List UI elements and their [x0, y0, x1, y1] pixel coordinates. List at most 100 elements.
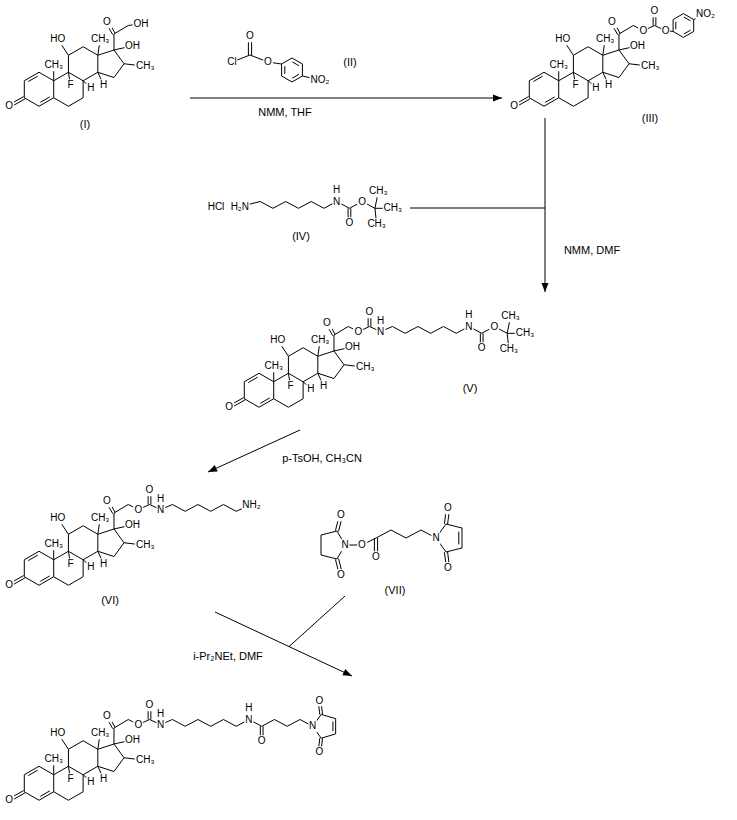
bond-line — [54, 577, 69, 586]
bond-line — [39, 792, 54, 801]
atom-label: CH₃ — [310, 334, 331, 346]
atom-label: O — [102, 710, 112, 722]
atom-label: O — [4, 580, 14, 592]
bond-line — [282, 58, 292, 64]
reagent-text: NMM, THF — [257, 106, 313, 119]
bond-line — [40, 576, 49, 581]
bond-line — [24, 792, 39, 801]
atom-label: HCl — [207, 201, 226, 213]
bond-line — [68, 47, 83, 56]
bond-line — [544, 72, 559, 81]
bond-line — [185, 720, 198, 727]
bond-line — [211, 505, 224, 512]
bond-line — [318, 351, 334, 356]
atom-label: H — [86, 82, 95, 94]
bond-line — [98, 744, 114, 749]
bond-line — [98, 529, 114, 534]
bond-line — [83, 741, 98, 750]
bond-line — [68, 741, 83, 750]
bond-line — [673, 20, 674, 32]
bond-line — [40, 791, 49, 796]
bond-line — [321, 555, 337, 559]
atom-label: H — [319, 380, 328, 392]
bond-line — [673, 14, 683, 20]
bond-line — [68, 749, 69, 766]
bond-line — [391, 530, 406, 538]
bond-line — [28, 555, 37, 560]
bond-line — [573, 98, 588, 107]
atom-label: O — [145, 699, 155, 711]
compound-number: (VI) — [100, 594, 120, 607]
bond-line — [431, 327, 444, 334]
atom-label: O — [336, 569, 346, 581]
atom-label: N — [431, 532, 440, 544]
atom-label: CH₃ — [135, 540, 156, 552]
bond-line — [545, 97, 554, 102]
bond-line — [303, 382, 304, 399]
bond-line — [292, 74, 299, 78]
atom-label: CH₃ — [43, 539, 64, 551]
atom-label: OH — [124, 519, 141, 531]
atom-label: H — [86, 776, 95, 788]
atom-label: N — [308, 721, 317, 733]
bond-line — [334, 327, 348, 336]
atom-label: OH — [133, 18, 150, 30]
atom-label: F — [571, 79, 579, 91]
atom-label: CH₃ — [90, 33, 111, 45]
bond-line — [68, 55, 69, 72]
compound-number: (IV) — [291, 229, 311, 242]
atom-label: HO — [554, 33, 571, 45]
atom-label: H — [156, 493, 165, 505]
bond-line — [321, 734, 335, 738]
bond-line — [83, 72, 98, 81]
bond-line — [83, 560, 84, 577]
atom-label: NO₂ — [310, 74, 331, 86]
atom-label: CH₃ — [135, 61, 156, 73]
bond-line — [334, 351, 344, 365]
bond-line — [98, 50, 114, 55]
bond-line — [321, 535, 322, 555]
atom-label: CH₃ — [368, 186, 389, 198]
atom-label: H — [306, 383, 315, 395]
reagent-text: i-Pr₂NEt, DMF — [192, 650, 264, 663]
atom-label: NH₂ — [241, 499, 261, 511]
atom-label: O — [315, 695, 325, 707]
atom-label: OH — [629, 40, 646, 52]
atom-label: O — [102, 16, 112, 28]
atom-label: HO — [269, 334, 286, 346]
atom-label: H — [244, 703, 253, 715]
bond-line — [97, 749, 98, 766]
reaction-arrow — [190, 98, 502, 99]
atom-label: O — [650, 5, 660, 17]
bond-line — [335, 719, 336, 734]
atom-label: N — [244, 714, 253, 726]
bond-line — [114, 744, 124, 758]
atom-label: HO — [49, 33, 66, 45]
reaction-arrow — [215, 612, 352, 676]
atom-label: O — [357, 539, 367, 551]
atom-label: N — [332, 196, 341, 208]
bond-line — [83, 526, 98, 535]
atom-label: O — [134, 719, 144, 731]
atom-label: H — [604, 79, 613, 91]
bond-line — [281, 64, 282, 76]
atom-label: O — [102, 495, 112, 507]
atom-label: O — [365, 306, 375, 318]
bond-line — [405, 327, 418, 334]
atom-label: H₂N — [230, 201, 250, 213]
atom-label: O — [477, 342, 487, 354]
bond-line — [693, 20, 694, 32]
bond-line — [544, 98, 559, 107]
bond-line — [675, 22, 676, 30]
bond-line — [53, 775, 54, 792]
atom-label: CH₃ — [135, 755, 156, 767]
atom-label: F — [66, 773, 74, 785]
bond-line — [418, 327, 431, 334]
bond-line — [284, 66, 285, 74]
bond-line — [68, 577, 83, 586]
compound-number: (II) — [342, 56, 357, 69]
bond-line — [24, 551, 39, 560]
bond-line — [458, 532, 459, 545]
atom-label: O — [4, 795, 14, 807]
